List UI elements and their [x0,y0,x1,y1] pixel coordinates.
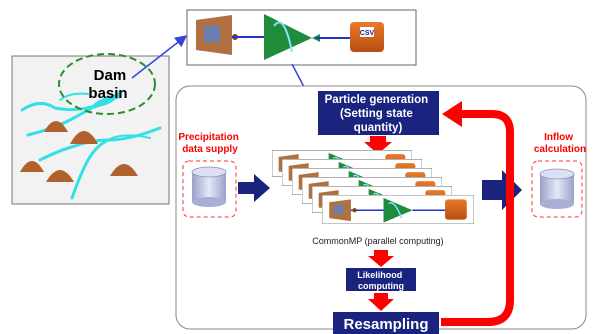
down-arrow-resampling [368,293,394,311]
commonmp-caption: CommonMP (parallel computing) [312,236,443,246]
particle-generation-box: Particle generation (Setting state quant… [318,91,439,135]
dam-basin-panel: Dam basin [11,53,170,205]
svg-text:Inflow calculation: Inflow calculation [534,132,586,155]
svg-text:Likelihood computing: Likelihood computing [357,270,405,291]
particle-line3: quantity) [354,122,403,134]
precip-database [182,160,237,218]
likelihood-box: Likelihood computing [346,268,416,291]
feedback-arrowhead [442,101,462,127]
csv-output-icon: CSV [350,22,384,52]
csv-label: CSV [360,30,375,37]
mountain-icons [20,121,138,182]
feedback-loop-arrow [441,110,514,326]
down-arrow-likelihood [368,250,394,267]
precip-line2: data supply [182,144,238,155]
precip-to-parallel-arrow [238,174,270,202]
svg-text:Particle generation (Set: Particle generation (Setting state quant… [325,94,432,134]
down-arrow-particle [364,136,392,154]
resampling-label: Resampling [343,316,428,333]
likelihood-line1: Likelihood [357,270,402,280]
basin-title-line2: basin [88,85,127,102]
particle-line2: (Setting state [340,108,413,120]
basin-to-model-arrow [131,35,188,79]
inflow-line1: Inflow [544,132,573,143]
particle-line1: Particle generation [325,94,429,106]
basin-title-line1: Dam [94,67,127,84]
likelihood-line2: computing [358,281,404,291]
precip-line1: Precipitation [178,132,239,143]
svg-text:Dam basin: Dam basin [88,67,130,102]
resampling-box: Resampling [333,312,439,334]
svg-text:Precipitation data supply: Precipitation data supply [178,132,241,155]
model-chain-box: CSV [186,9,417,66]
inflow-database [531,160,583,218]
inflow-line2: calculation [534,144,586,155]
dam-basin-outline [58,53,156,115]
